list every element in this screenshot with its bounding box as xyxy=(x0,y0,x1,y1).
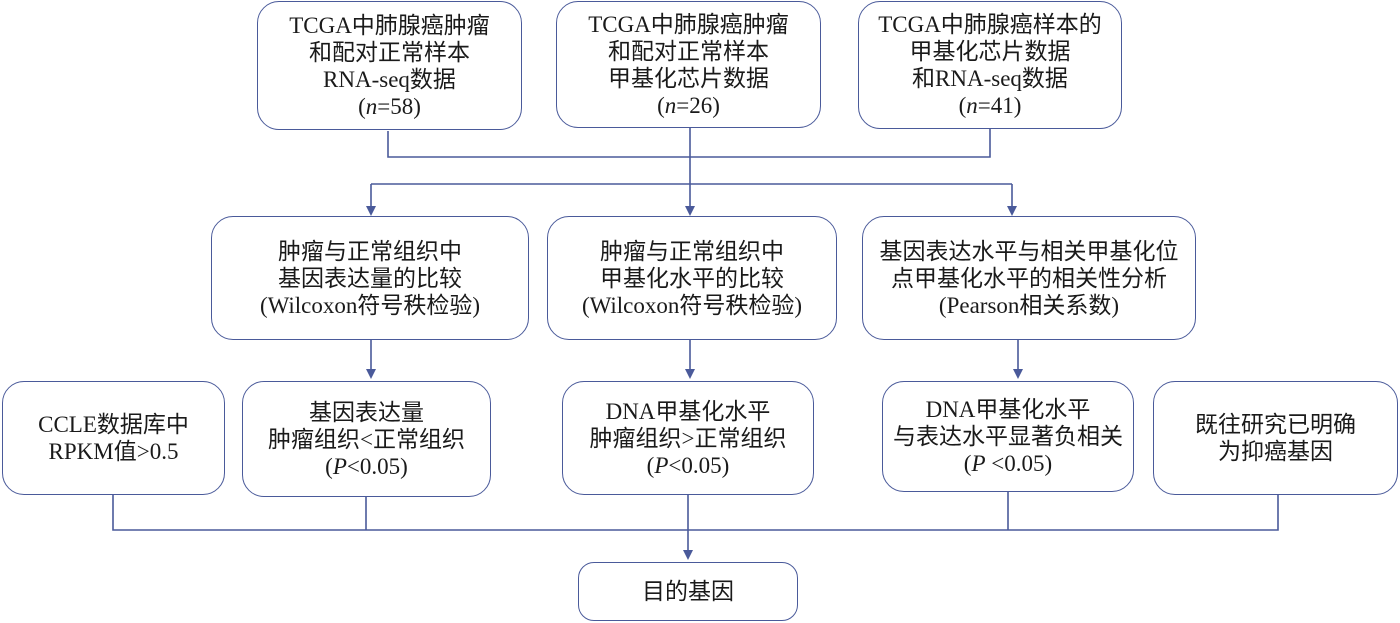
box-line: (Pearson相关系数) xyxy=(938,292,1120,318)
box-expression-result: 基因表达量 肿瘤组织<正常组织 (P<0.05) xyxy=(242,381,491,497)
box-line: DNA甲基化水平 xyxy=(605,398,771,424)
box-known-tumor-suppressor: 既往研究已明确 为抑癌基因 xyxy=(1153,381,1398,495)
box-methylation-result: DNA甲基化水平 肿瘤组织>正常组织 (P<0.05) xyxy=(562,381,814,495)
p-symbol: P xyxy=(332,453,347,479)
box-methylation-rnaseq-data: TCGA中肺腺癌样本的 甲基化芯片数据 和RNA-seq数据 (n=41) xyxy=(858,1,1122,129)
final-label: 目的基因 xyxy=(642,579,734,604)
box-rnaseq-data: TCGA中肺腺癌肿瘤 和配对正常样本 RNA-seq数据 (n=58) xyxy=(257,1,522,130)
box-methylation-comparison: 肿瘤与正常组织中 甲基化水平的比较 (Wilcoxon符号秩检验) xyxy=(547,216,837,340)
box-line: TCGA中肺腺癌样本的 xyxy=(878,12,1102,37)
box-line: 既往研究已明确 xyxy=(1195,412,1356,437)
box-line: 肿瘤与正常组织中 xyxy=(600,238,784,264)
box-line: 肿瘤与正常组织中 xyxy=(278,238,462,264)
box-line: 甲基化芯片数据 xyxy=(909,39,1071,64)
box-correlation-result: DNA甲基化水平 与表达水平显著负相关 (P <0.05) xyxy=(882,381,1134,492)
p-threshold: <0.05 xyxy=(985,451,1045,476)
box-line: 与表达水平显著负相关 xyxy=(893,424,1123,449)
box-expression-comparison: 肿瘤与正常组织中 基因表达量的比较 (Wilcoxon符号秩检验) xyxy=(211,216,529,340)
p-threshold: <0.05 xyxy=(668,452,722,478)
box-target-genes: 目的基因 xyxy=(578,562,798,621)
box-line: 和配对正常样本 xyxy=(608,38,769,64)
sample-size: (n=41) xyxy=(958,93,1022,118)
box-line: 肿瘤组织<正常组织 xyxy=(268,426,465,452)
p-value: (P <0.05) xyxy=(963,451,1053,476)
box-line: 甲基化水平的比较 xyxy=(600,265,784,291)
box-line: 肿瘤组织>正常组织 xyxy=(589,425,787,451)
box-line: 甲基化芯片数据 xyxy=(608,65,769,91)
box-line: 和RNA-seq数据 xyxy=(912,66,1068,91)
n-value: =41 xyxy=(977,93,1014,118)
p-value: (P<0.05) xyxy=(646,452,730,478)
box-line: RNA-seq数据 xyxy=(323,66,456,92)
box-line: 基因表达水平与相关甲基化位 xyxy=(879,238,1179,264)
n-value: =26 xyxy=(676,92,713,118)
box-line: DNA甲基化水平 xyxy=(925,397,1091,422)
box-line: 基因表达量 xyxy=(309,399,424,425)
connector-row3-merge xyxy=(112,495,1279,531)
box-line: (Wilcoxon符号秩检验) xyxy=(581,292,803,318)
box-line: RPKM值>0.5 xyxy=(48,439,179,464)
box-methylation-data: TCGA中肺腺癌肿瘤 和配对正常样本 甲基化芯片数据 (n=26) xyxy=(556,1,821,128)
n-symbol: n xyxy=(966,93,978,118)
sample-size: (n=26) xyxy=(657,92,720,118)
box-correlation-analysis: 基因表达水平与相关甲基化位 点甲基化水平的相关性分析 (Pearson相关系数) xyxy=(862,216,1196,340)
p-value: (P<0.05) xyxy=(325,453,408,479)
connector-row1-merge xyxy=(387,129,991,158)
sample-size: (n=58) xyxy=(358,93,421,119)
box-line: 和配对正常样本 xyxy=(309,39,470,65)
n-symbol: n xyxy=(664,92,677,118)
n-symbol: n xyxy=(365,93,378,119)
p-symbol: P xyxy=(654,452,669,478)
p-symbol: P xyxy=(971,451,986,476)
box-line: 基因表达量的比较 xyxy=(278,265,462,291)
box-line: TCGA中肺腺癌肿瘤 xyxy=(289,12,490,38)
box-line: 为抑癌基因 xyxy=(1218,439,1333,464)
n-value: =58 xyxy=(377,93,414,119)
box-ccle-filter: CCLE数据库中 RPKM值>0.5 xyxy=(2,381,225,495)
box-line: 点甲基化水平的相关性分析 xyxy=(891,265,1167,291)
box-line: TCGA中肺腺癌肿瘤 xyxy=(588,11,789,37)
box-line: CCLE数据库中 xyxy=(38,412,189,437)
box-line: (Wilcoxon符号秩检验) xyxy=(259,292,481,318)
p-threshold: <0.05 xyxy=(346,453,401,479)
